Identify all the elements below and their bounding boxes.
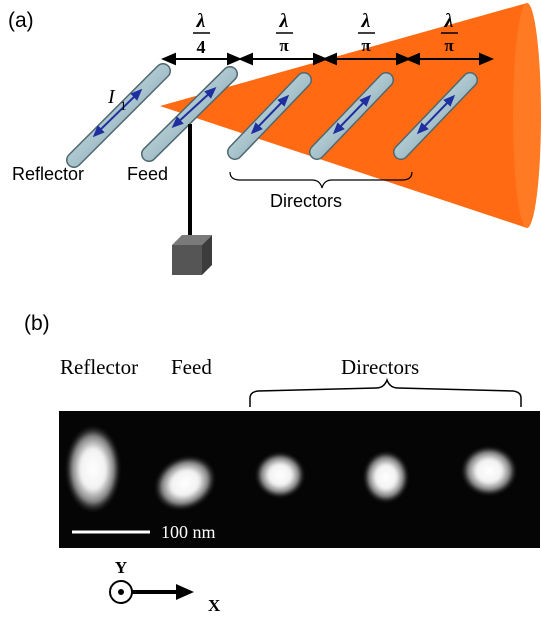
spot-feed: [154, 455, 216, 511]
panel-a-label: (a): [8, 9, 34, 32]
fraction-3-numerator: λ: [361, 10, 371, 32]
fraction-4-numerator: λ: [444, 10, 454, 32]
feed-label: Feed: [127, 164, 168, 184]
spot-director-3: [461, 446, 517, 496]
current-subscript: 1: [120, 98, 127, 113]
source-box: [172, 235, 212, 275]
reflector-label-b: Reflector: [60, 355, 138, 379]
panel-a: (a): [8, 3, 541, 275]
fraction-2-denominator: π: [279, 36, 289, 55]
current-arrow-director-3: [416, 94, 456, 135]
axis-y-label: Y: [115, 558, 127, 577]
spot-director-1: [255, 452, 305, 498]
current-arrow-reflector: [92, 88, 143, 138]
current-arrow-director-1: [250, 94, 290, 135]
x-axis-arrowhead: [176, 584, 194, 600]
out-of-plane-dot: [118, 589, 124, 595]
current-arrow-feed: [171, 86, 217, 129]
feed-label-b: Feed: [171, 355, 212, 379]
directors-label-b: Directors: [341, 355, 419, 379]
emission-image: 100 nm: [59, 411, 540, 548]
director-rod-1: [227, 72, 312, 160]
spacing-fraction-3: λ π: [358, 10, 375, 55]
fraction-1-numerator: λ: [196, 10, 206, 32]
spacing-fraction-2: λ π: [276, 10, 293, 55]
directors-brace-b: [249, 377, 522, 407]
reflector-rod: [66, 63, 171, 168]
fraction-2-numerator: λ: [279, 10, 289, 32]
spot-director-2: [363, 451, 409, 503]
spot-reflector: [65, 425, 121, 513]
directors-label: Directors: [270, 191, 342, 211]
panel-b-label: (b): [24, 312, 50, 335]
fraction-4-denominator: π: [444, 36, 454, 55]
axis-indicator: Y X: [109, 558, 221, 615]
panel-b: (b) Reflector Feed Directors 100 nm Y X: [24, 312, 540, 615]
axis-x-label: X: [208, 596, 221, 615]
fraction-1-denominator: 4: [197, 37, 206, 57]
spacing-fraction-1: λ 4: [193, 10, 210, 57]
fraction-3-denominator: π: [361, 36, 371, 55]
current-label: I: [107, 86, 116, 108]
reflector-label: Reflector: [12, 164, 84, 184]
director-rod-3: [393, 72, 478, 160]
current-arrow-director-2: [332, 94, 372, 135]
directors-brace: [229, 171, 413, 189]
director-rod-2: [309, 72, 394, 160]
feed-rod: [141, 66, 238, 162]
scale-bar-label: 100 nm: [161, 522, 216, 542]
beam-end-cap: [513, 3, 541, 228]
spacing-fraction-4: λ π: [441, 10, 458, 55]
